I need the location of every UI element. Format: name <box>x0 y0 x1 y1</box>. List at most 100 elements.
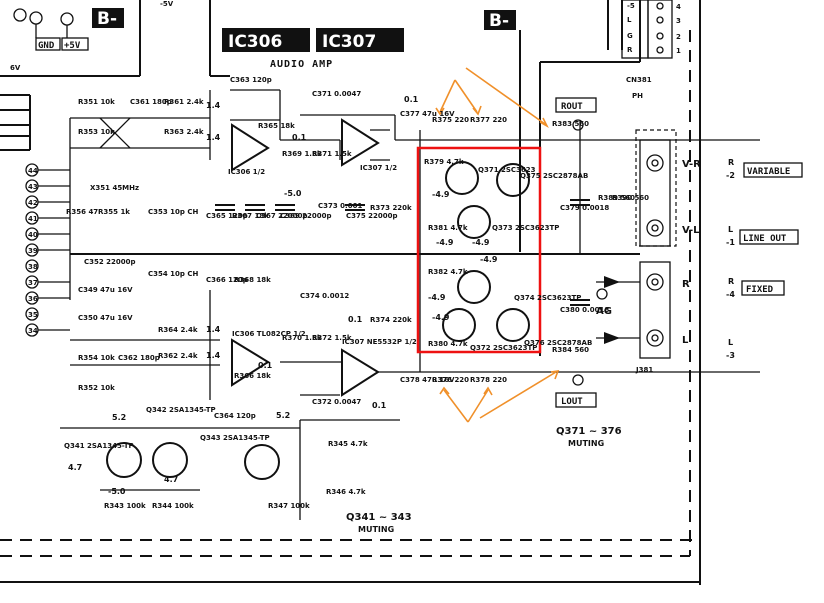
component-label: C372 0.0047 <box>312 398 361 406</box>
node-voltage: -4.9 <box>428 293 446 302</box>
component-label: R356 47 <box>66 208 98 216</box>
ic307-title: IC307 <box>322 32 376 52</box>
component-label: Q371 2SC3623 <box>478 166 536 174</box>
cn-ph: PH <box>632 92 643 100</box>
node-voltage: 0.1 <box>292 133 307 142</box>
cn-pin-2: 3 <box>676 17 681 25</box>
ic307-title-box <box>316 28 404 52</box>
pin-35: 35 <box>28 311 38 319</box>
orange-arrows <box>435 67 560 423</box>
component-label: Q341 2SA1345-TP <box>64 442 134 450</box>
fixed-r: R <box>728 277 734 286</box>
component-label: R372 1.5k <box>312 334 352 342</box>
lineout-l: L <box>728 225 733 234</box>
component-label: R389 560 <box>598 194 635 202</box>
b-minus-left: B- <box>97 9 117 29</box>
component-label: Q342 2SA1345-TP <box>146 406 216 414</box>
ic306-unit-bot: IC306 TL082CP 1/2 <box>232 330 306 338</box>
node-voltage: -4.9 <box>436 238 454 247</box>
component-label: R381 4.7k <box>428 224 468 232</box>
v-l-label: V-L <box>682 225 700 236</box>
cn-pin-3: 2 <box>676 33 681 41</box>
node-voltage: -4.9 <box>472 238 490 247</box>
component-label: Q375 2SC2878AB <box>520 172 588 180</box>
component-label: R369 1.5k <box>282 150 322 158</box>
ic306-lower-opamp <box>231 338 270 387</box>
component-label: R347 100k <box>268 502 310 510</box>
component-label: R344 100k <box>152 502 194 510</box>
plus5-tag <box>61 37 89 51</box>
pin-43: 43 <box>28 183 38 191</box>
component-label: R380 4.7k <box>428 340 468 348</box>
node-voltage: 4.7 <box>68 463 82 472</box>
component-label: C377 47u 16V <box>400 110 455 118</box>
component-label: R379 4.7k <box>424 158 464 166</box>
pin-36: 36 <box>28 295 38 303</box>
variable-label: VARIABLE <box>747 167 790 177</box>
component-label: Q373 2SC3623TP <box>492 224 559 232</box>
ic307-unit-top: IC307 1/2 <box>360 164 397 172</box>
component-label: C354 10p CH <box>148 270 199 278</box>
cn-pin-1: 4 <box>676 3 681 11</box>
node-voltage: 5.2 <box>112 413 126 422</box>
component-label: R376 220 <box>432 376 469 384</box>
left-connector-pins: 44 43 42 41 40 39 38 37 36 35 34 <box>0 94 70 337</box>
component-label: R363 2.4k <box>164 128 204 136</box>
component-label: R371 1.5k <box>312 150 352 158</box>
component-label: C361 180p <box>130 98 172 106</box>
node-voltage: 0.1 <box>348 315 363 324</box>
component-label: R362 2.4k <box>158 352 198 360</box>
node-voltage: -4.9 <box>432 190 450 199</box>
fixed-l: L <box>728 338 733 347</box>
lineout-num: -1 <box>726 238 735 247</box>
node-voltage: 0.1 <box>372 401 387 410</box>
component-label: R370 1.5k <box>282 334 322 342</box>
cn-label-3: G <box>627 32 633 40</box>
component-label: C363 120p <box>230 76 272 84</box>
line-out-box <box>739 229 799 245</box>
component-label: C364 120p <box>214 412 256 420</box>
ic306-title-box <box>222 28 310 52</box>
jack-label: J381 <box>635 366 653 374</box>
cn-label-2: L <box>627 16 632 24</box>
node-voltage: 0.1 <box>258 361 273 370</box>
component-label: C352 22000p <box>84 258 136 266</box>
node-voltage: -4.9 <box>480 255 498 264</box>
component-label: C373 0.001 <box>318 202 362 210</box>
right-muting-transistors <box>442 161 530 342</box>
component-label: R373 220k <box>370 204 412 212</box>
node-voltage: 1.4 <box>206 101 221 110</box>
lower-channel-wiring <box>70 254 760 400</box>
component-label: C380 0.0018 <box>560 306 609 314</box>
component-label: R390 560 <box>612 194 649 202</box>
r-label: R <box>682 279 690 290</box>
pin-37: 37 <box>28 279 38 287</box>
gnd-label: GND <box>38 41 55 51</box>
node-voltage: 5.2 <box>276 411 290 420</box>
lout-label: LOUT <box>561 397 583 407</box>
component-label: C362 180p <box>118 354 160 362</box>
component-label: C378 47u 16V <box>400 376 455 384</box>
fixed-l-num: -3 <box>726 351 735 360</box>
top-left-supply-tags: GND +5V 6V <box>10 8 89 72</box>
cn-name: CN381 <box>626 76 652 84</box>
rout-box <box>555 97 597 113</box>
component-label: R368 18k <box>234 276 271 284</box>
component-label: C366 120p <box>206 276 248 284</box>
pin-39: 39 <box>28 247 38 255</box>
node-voltage: 1.4 <box>206 133 221 142</box>
component-label: C374 0.0012 <box>300 292 349 300</box>
l-label: L <box>682 335 689 346</box>
muting-transistor-highlight <box>416 146 542 354</box>
node-voltage: 0.1 <box>404 95 419 104</box>
component-label: R361 2.4k <box>164 98 204 106</box>
audio-amp-subtitle: AUDIO AMP <box>270 59 333 70</box>
component-label: R383 560 <box>552 120 589 128</box>
component-label: R353 10k <box>78 128 115 136</box>
variable-r: R <box>728 158 734 167</box>
component-label: R354 10k <box>78 354 115 362</box>
node-voltage: 1.4 <box>206 325 221 334</box>
pin-34: 34 <box>28 327 38 335</box>
node-voltage: -4.9 <box>432 313 450 322</box>
